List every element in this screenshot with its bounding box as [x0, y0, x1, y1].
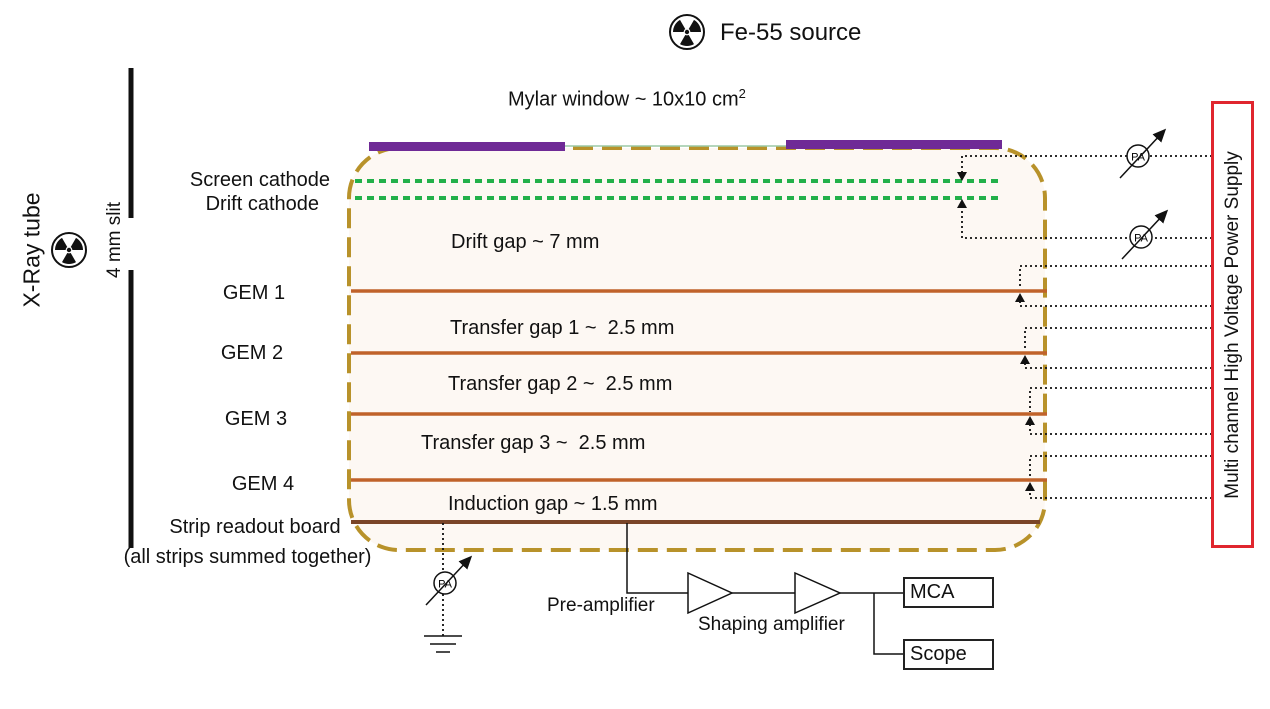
transfer-gap3-label: Transfer gap 3 ~ 2.5 mm	[421, 432, 646, 454]
ground-icon	[424, 635, 462, 653]
mylar-bar-right	[786, 140, 1002, 149]
mylar-window-exponent: 2	[738, 86, 746, 101]
mylar-window-label: Mylar window ~ 10x10 cm2	[508, 82, 746, 112]
preamp-label: Pre-amplifier	[547, 595, 655, 616]
screen-cathode-label: Screen cathode	[189, 169, 330, 191]
induction-gap-label: Induction gap ~ 1.5 mm	[448, 493, 658, 515]
shaping-amp-triangle-icon	[794, 571, 842, 615]
pa-meter-gem: PA	[1121, 209, 1169, 260]
preamp-triangle-icon	[687, 571, 734, 615]
fe55-source-label: Fe-55 source	[720, 19, 862, 46]
xray-tube-label: X-Ray tube	[2, 190, 62, 310]
slit-text: 4 mm slit	[104, 202, 125, 278]
xray-tube-text: X-Ray tube	[18, 192, 45, 308]
pa-meter-drift: PA	[1119, 128, 1167, 179]
gem4-label: GEM 4	[231, 473, 295, 495]
gem1-label: GEM 1	[222, 282, 286, 304]
drift-cathode-label: Drift cathode	[205, 193, 319, 215]
signal-wires	[626, 523, 903, 655]
pa-meter-readout: PA	[425, 555, 473, 606]
scope-box: Scope	[903, 639, 994, 670]
shaping-amp-label: Shaping amplifier	[698, 614, 845, 635]
gem2-label: GEM 2	[220, 342, 284, 364]
drift-gap-label: Drift gap ~ 7 mm	[451, 231, 600, 253]
hv-arrowheads	[957, 172, 1035, 491]
mca-box: MCA	[903, 577, 994, 608]
readout-board-label-line1: Strip readout board	[169, 516, 341, 538]
readout-board-label-line2: (all strips summed together)	[123, 546, 372, 568]
mylar-bar-left	[369, 142, 565, 151]
hv-power-supply-label: Multi channel High Voltage Power Supply	[1221, 150, 1243, 499]
slit-label: 4 mm slit	[100, 190, 130, 290]
hv-power-supply-box: Multi channel High Voltage Power Supply	[1211, 101, 1254, 548]
fe55-radiation-icon	[668, 14, 705, 52]
transfer-gap1-label: Transfer gap 1 ~ 2.5 mm	[450, 317, 675, 339]
transfer-gap2-label: Transfer gap 2 ~ 2.5 mm	[448, 373, 673, 395]
gem3-label: GEM 3	[224, 408, 288, 430]
mylar-window-text: Mylar window ~ 10x10 cm	[508, 88, 739, 111]
chamber-outline	[347, 146, 1047, 552]
